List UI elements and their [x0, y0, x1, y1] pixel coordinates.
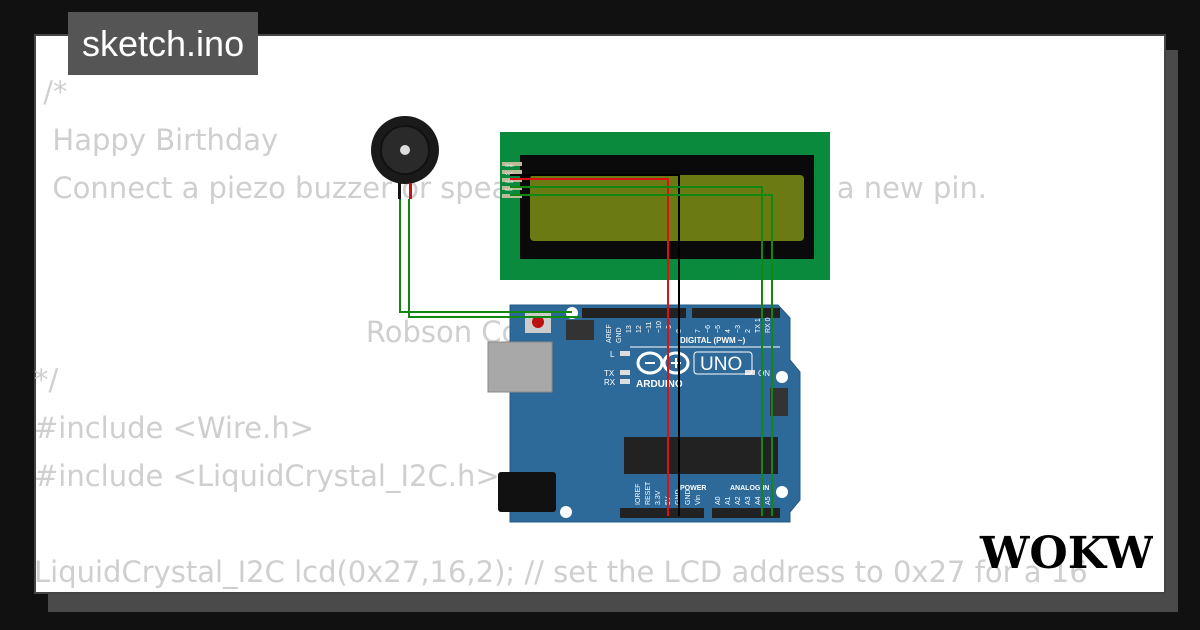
arduino-infinity-logo-icon [636, 351, 690, 375]
led-tx [620, 370, 630, 375]
led-rx [620, 379, 630, 384]
pin-label: GND [685, 489, 692, 505]
pin-label: 2 [745, 329, 752, 333]
lcd-display[interactable]: GND VCC SDA SCL [500, 132, 830, 280]
power-jack [498, 472, 556, 512]
aref-label: AREF [606, 324, 613, 343]
pin-label: A3 [745, 496, 752, 505]
led-on [745, 370, 755, 375]
digital-header-left [582, 308, 686, 318]
pin-label: ~3 [735, 325, 742, 333]
pin-label: 7 [695, 329, 702, 333]
analog-pin-labels: A0 A1 A2 A3 A4 A5 [715, 496, 772, 505]
pin-label: ~9 [666, 325, 673, 333]
led-on-label: ON [758, 369, 770, 378]
pin-label: A2 [735, 496, 742, 505]
led-rx-label: RX [604, 378, 616, 387]
arduino-uno-board[interactable]: AREF GND 13 12 ~11 ~10 ~9 8 7 ~6 ~5 4 ~3… [487, 304, 801, 523]
arduino-model: UNO [700, 354, 742, 375]
analog-header [712, 508, 780, 518]
pin-label: 13 [626, 325, 633, 333]
pin-label: A5 [765, 496, 772, 505]
wire-buzzer-gnd [399, 199, 572, 313]
code-line: /* [34, 75, 68, 109]
lcd-pin-label-sda: SDA [505, 179, 514, 184]
digital-header-right [692, 308, 780, 318]
led-tx-label: TX [604, 369, 615, 378]
analog-label: ANALOG IN [730, 485, 769, 492]
code-line: #include <Wire.h> [34, 411, 315, 445]
lcd-pin-label-gnd: GND [505, 163, 514, 168]
wire-buzzer-pin [408, 199, 580, 318]
led-l-label: L [610, 350, 615, 359]
digital-pin-labels: 13 12 ~11 ~10 ~9 8 7 ~6 ~5 4 ~3 2 TX 1 R… [626, 317, 772, 333]
pin-label: IOREF [635, 484, 642, 505]
piezo-buzzer-icon[interactable] [371, 116, 439, 199]
lcd-pin-label-vcc: VCC [505, 171, 514, 176]
pin-label: 4 [725, 329, 732, 333]
lcd-pin-label-scl: SCL [505, 187, 514, 192]
pin-label: A4 [755, 496, 762, 505]
wire-lcd-gnd [510, 174, 680, 516]
pin-label: RX 0 [765, 317, 772, 333]
pin-label: 12 [636, 325, 643, 333]
pin-label: ~10 [656, 321, 663, 333]
led-l [620, 351, 630, 356]
pin-label: TX 1 [755, 318, 762, 333]
usb-port [487, 341, 553, 393]
pin-label: ~5 [715, 325, 722, 333]
wire-lcd-vcc [510, 178, 669, 516]
wire-lcd-scl [510, 194, 773, 516]
arduino-logo-text: ARDUINO [636, 379, 683, 390]
wires [399, 174, 773, 516]
pin-label: Vin [695, 495, 702, 505]
power-label: POWER [680, 485, 706, 492]
wokwi-logo-icon: WOKWI [979, 528, 1153, 578]
brand-name: WOKWI [979, 528, 1153, 578]
code-line: LiquidCrystal_I2C lcd(0x27,16,2); // set… [34, 555, 1088, 589]
power-header [620, 508, 704, 518]
pin-label: A1 [725, 496, 732, 505]
pin-label: RESET [645, 481, 652, 505]
pin-label: 3.3V [655, 490, 662, 505]
code-line: Happy Birthday [34, 123, 279, 157]
pin-label: ~6 [705, 325, 712, 333]
code-line: #include <LiquidCrystal_I2C.h> [34, 459, 500, 493]
pin-label: ~11 [646, 322, 653, 333]
code-line: */ [34, 363, 59, 397]
pin-label: A0 [715, 496, 722, 505]
file-tab[interactable]: sketch.ino [68, 12, 259, 75]
digital-pwm-label: DIGITAL (PWM ~) [680, 336, 746, 345]
gnd-label: GND [616, 327, 623, 343]
wire-lcd-sda [510, 186, 763, 516]
atmega-chip [624, 437, 778, 474]
